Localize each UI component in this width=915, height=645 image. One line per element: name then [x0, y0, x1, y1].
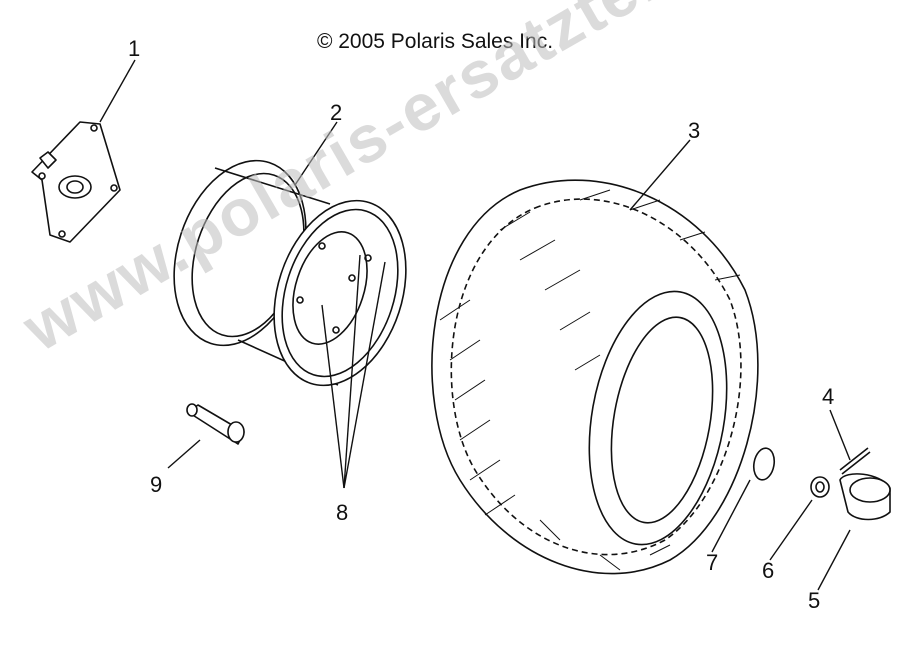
- callout-7: 7: [706, 550, 718, 575]
- lug-nut: [810, 476, 830, 498]
- washer: [752, 447, 776, 481]
- callout-9: 9: [150, 472, 162, 497]
- callout-2: 2: [330, 100, 342, 125]
- hub-plate: [31, 121, 121, 243]
- wheel-rim: [173, 159, 407, 387]
- callout-1: 1: [128, 36, 140, 61]
- tire: [431, 179, 759, 575]
- callout-5: 5: [808, 588, 820, 613]
- leader-lines: [99, 59, 851, 591]
- callout-8: 8: [336, 500, 348, 525]
- callout-3: 3: [688, 118, 700, 143]
- hub-cap: [839, 473, 891, 521]
- callout-6: 6: [762, 558, 774, 583]
- tire-tread: [439, 189, 741, 571]
- copyright-notice: © 2005 Polaris Sales Inc.: [316, 30, 554, 53]
- cotter-pin: [839, 447, 871, 475]
- callout-4: 4: [822, 384, 834, 409]
- valve-stem: [186, 403, 245, 445]
